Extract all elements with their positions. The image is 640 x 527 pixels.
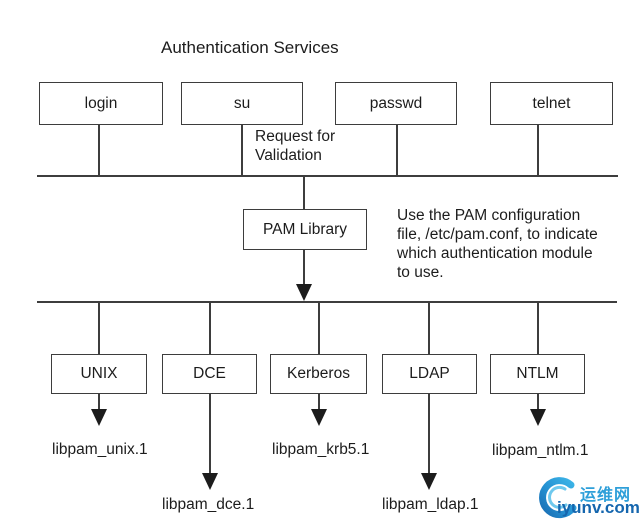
service-box-telnet: telnet: [490, 82, 613, 125]
module-box-ldap: LDAP: [382, 354, 477, 394]
connector-su-to-bus: [241, 125, 243, 177]
connector-bus-to-kerberos: [318, 302, 320, 355]
library-label-ntlm: libpam_ntlm.1: [492, 442, 589, 459]
pam-arrow-line: [303, 250, 305, 287]
module-box-dce: DCE: [162, 354, 257, 394]
connector-bus-to-ldap: [428, 302, 430, 355]
module-box-kerberos: Kerberos: [270, 354, 367, 394]
modules-bus-line: [37, 301, 617, 303]
diagram-title: Authentication Services: [161, 38, 339, 57]
connector-login-to-bus: [98, 125, 100, 177]
services-bus-line: [37, 175, 618, 177]
dce-arrow-line: [209, 394, 211, 474]
ldap-arrowhead-icon: [421, 473, 437, 490]
service-box-passwd: passwd: [335, 82, 457, 125]
ntlm-arrowhead-icon: [530, 409, 546, 426]
module-box-ntlm: NTLM: [490, 354, 585, 394]
connector-telnet-to-bus: [537, 125, 539, 177]
kerberos-arrow-line: [318, 394, 320, 410]
ldap-arrow-line: [428, 394, 430, 474]
service-box-su: su: [181, 82, 303, 125]
connector-passwd-to-bus: [396, 125, 398, 177]
connector-bus-to-dce: [209, 302, 211, 355]
library-label-ldap: libpam_ldap.1: [382, 496, 479, 513]
library-label-unix: libpam_unix.1: [52, 441, 148, 458]
connector-bus-to-pam: [303, 176, 305, 210]
ntlm-arrow-line: [537, 394, 539, 410]
request-for-validation-label: Request for Validation: [255, 128, 336, 164]
unix-arrowhead-icon: [91, 409, 107, 426]
unix-arrow-line: [98, 394, 100, 410]
iyunv-logo: 运维网 iyunv.com: [535, 474, 640, 522]
service-box-login: login: [39, 82, 163, 125]
dce-arrowhead-icon: [202, 473, 218, 490]
connector-bus-to-ntlm: [537, 302, 539, 355]
pam-arrowhead-icon: [296, 284, 312, 301]
pam-library-box: PAM Library: [243, 209, 367, 250]
library-label-kerberos: libpam_krb5.1: [272, 441, 370, 458]
iyunv-swirl-icon: [539, 477, 577, 519]
pam-config-note: Use the PAM configuration file, /etc/pam…: [397, 207, 598, 281]
module-box-unix: UNIX: [51, 354, 147, 394]
library-label-dce: libpam_dce.1: [162, 496, 255, 513]
kerberos-arrowhead-icon: [311, 409, 327, 426]
logo-domain: iyunv.com: [557, 498, 640, 517]
logo-site-name: 运维网: [580, 487, 632, 504]
connector-bus-to-unix: [98, 302, 100, 355]
